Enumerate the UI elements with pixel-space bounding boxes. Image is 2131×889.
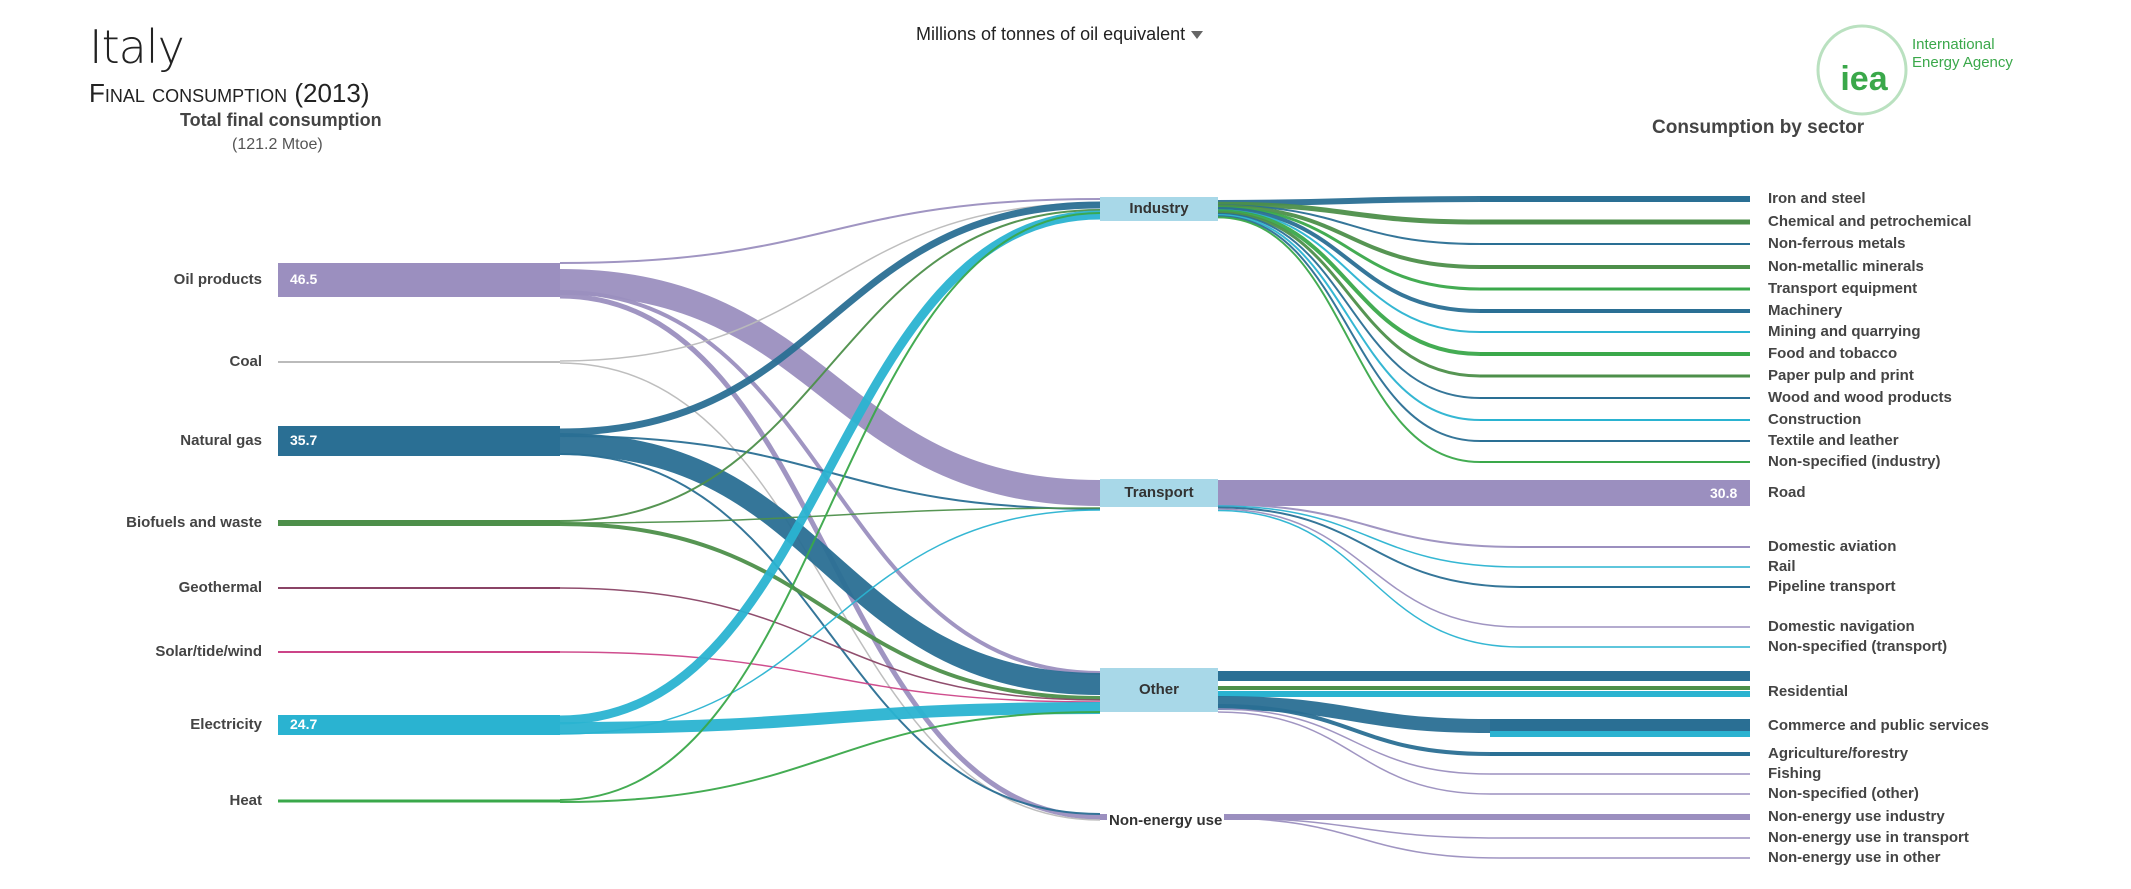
flow-industry-2 — [1217, 204, 1481, 245]
unit-selector[interactable]: Millions of tonnes of oil equivalent — [916, 24, 1204, 45]
sector-label-nonenergy: Non-energy use — [1107, 812, 1225, 829]
dest-label-industry-4: Transport equipment — [1768, 280, 1918, 297]
flow-oil-transport — [559, 269, 1101, 506]
dest-label-other-4: Non-specified (other) — [1768, 785, 1919, 802]
dest-label-industry-8: Paper pulp and print — [1768, 367, 1914, 384]
source-label-geo: Geothermal — [178, 579, 262, 596]
flow-industry-7 — [1217, 209, 1481, 356]
flow-industry-3 — [1217, 204, 1481, 269]
source-value-gas: 35.7 — [290, 432, 318, 448]
source-value-elec: 24.7 — [290, 716, 318, 732]
source-label-oil: Oil products — [173, 271, 262, 288]
dest-label-industry-5: Machinery — [1768, 302, 1843, 319]
source-label-gas: Natural gas — [180, 432, 262, 449]
dest-label-industry-9: Wood and wood products — [1768, 389, 1952, 406]
flow-elec-industry — [559, 210, 1101, 725]
flow-elec-transport — [559, 509, 1101, 735]
sector-box-transport: Transport — [1100, 479, 1218, 507]
flow-industry-9 — [1217, 212, 1481, 399]
dest-label-other-0: Residential — [1768, 683, 1849, 700]
flow-heat-other — [559, 711, 1101, 803]
logo-mark: iea — [1840, 60, 1888, 98]
flow-other-3 — [1217, 708, 1491, 775]
flow-industry-8 — [1217, 211, 1481, 378]
flow-industry-10 — [1217, 214, 1481, 421]
consumption-by-sector-title: Consumption by sector — [1652, 117, 1865, 138]
flow-transport-1 — [1217, 503, 1521, 548]
flow-transport-5 — [1217, 509, 1521, 648]
logo-line-2: Energy Agency — [1912, 54, 2013, 71]
flow-gas-other — [559, 433, 1101, 695]
dest-label-other-1: Commerce and public services — [1768, 717, 1989, 734]
caret-down-icon — [1191, 31, 1204, 40]
flow-geo-other — [559, 587, 1101, 701]
dest-label-industry-6: Mining and quarrying — [1768, 323, 1921, 340]
flow-heat-industry — [559, 212, 1101, 801]
flow-elec-other — [559, 702, 1101, 734]
dest-label-transport-0: Road — [1768, 484, 1806, 501]
flow-other-1 — [1217, 696, 1491, 733]
flow-bio-transport — [559, 507, 1101, 524]
source-label-coal: Coal — [229, 353, 262, 370]
flow-gas-nonenergy — [559, 453, 1101, 815]
flow-industry-12 — [1217, 216, 1481, 463]
dest-label-industry-0: Iron and steel — [1768, 190, 1866, 207]
dest-label-transport-2: Rail — [1768, 558, 1796, 575]
dest-label-nonenergy-2: Non-energy use in other — [1768, 849, 1941, 866]
flow-industry-11 — [1217, 215, 1481, 442]
dest-label-nonenergy-1: Non-energy use in transport — [1768, 829, 1969, 846]
flow-industry-4 — [1217, 206, 1481, 291]
dest-label-industry-7: Food and tobacco — [1768, 345, 1898, 362]
flow-oil-industry — [559, 198, 1101, 264]
dest-label-industry-12: Non-specified (industry) — [1768, 453, 1941, 470]
flow-industry-5 — [1217, 207, 1481, 313]
flow-solar-other — [559, 651, 1101, 703]
flow-nonenergy-1 — [1217, 817, 1501, 839]
dest-label-transport-4: Domestic navigation — [1768, 618, 1915, 635]
flow-gas-industry — [559, 201, 1101, 436]
logo-line-1: International — [1912, 36, 1995, 53]
iea-logo: iea — [1816, 24, 1908, 116]
source-label-solar: Solar/tide/wind — [155, 643, 262, 660]
flow-transport-2 — [1217, 505, 1521, 568]
sector-box-industry: Industry — [1100, 197, 1218, 221]
dest-label-industry-11: Textile and leather — [1768, 432, 1899, 449]
country-title: Italy — [89, 20, 185, 74]
flow-bio-other — [559, 522, 1101, 700]
dest-label-transport-3: Pipeline transport — [1768, 578, 1896, 595]
source-label-bio: Biofuels and waste — [126, 514, 262, 531]
page-subtitle: Final consumption (2013) — [89, 78, 370, 108]
dest-label-other-3: Fishing — [1768, 765, 1822, 782]
dest-label-nonenergy-0: Non-energy use industry — [1768, 808, 1945, 825]
dest-label-industry-2: Non-ferrous metals — [1768, 235, 1906, 252]
dest-label-transport-1: Domestic aviation — [1768, 538, 1897, 555]
flow-bio-industry — [559, 209, 1101, 522]
logo-text: International Energy Agency — [1912, 36, 2013, 72]
total-final-consumption-value: (121.2 Mtoe) — [232, 136, 323, 153]
source-label-elec: Electricity — [190, 716, 262, 733]
flow-nonenergy-2 — [1217, 817, 1501, 859]
flow-oil-other — [559, 290, 1101, 675]
dest-label-transport-5: Non-specified (transport) — [1768, 638, 1948, 655]
source-label-heat: Heat — [229, 792, 262, 809]
flow-other-2 — [1217, 704, 1491, 756]
source-value-oil: 46.5 — [290, 271, 318, 287]
flow-industry-6 — [1217, 209, 1481, 333]
flow-coal-industry — [559, 202, 1101, 362]
sector-box-other: Other — [1100, 668, 1218, 712]
total-final-consumption-title: Total final consumption — [180, 110, 382, 130]
flow-industry-1 — [1217, 201, 1481, 225]
flow-other-4 — [1217, 711, 1491, 795]
flow-transport-4 — [1217, 508, 1521, 628]
road-value-label: 30.8 — [1710, 485, 1738, 501]
dest-label-industry-10: Construction — [1768, 411, 1862, 428]
dest-label-industry-1: Chemical and petrochemical — [1768, 213, 1972, 230]
dest-label-industry-3: Non-metallic minerals — [1768, 258, 1924, 275]
dest-label-other-2: Agriculture/forestry — [1768, 745, 1909, 762]
unit-selector-label: Millions of tonnes of oil equivalent — [916, 24, 1186, 44]
flow-transport-3 — [1217, 506, 1521, 588]
